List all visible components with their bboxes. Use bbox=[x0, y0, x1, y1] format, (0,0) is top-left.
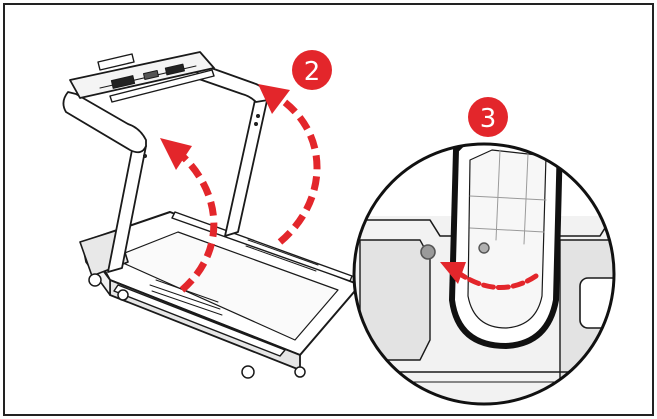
step-badge-3-circle bbox=[468, 97, 508, 137]
arrow-left-fold bbox=[175, 149, 218, 293]
foot-front bbox=[117, 289, 129, 301]
treadmill-illustration bbox=[62, 51, 361, 379]
console-detail bbox=[99, 63, 197, 89]
step-badge-2: 2 bbox=[292, 50, 332, 90]
screw-3 bbox=[143, 154, 147, 158]
arrow-right-fold bbox=[274, 93, 321, 245]
console-top bbox=[97, 53, 135, 71]
detail-rotate-arrow bbox=[457, 271, 539, 290]
step-badge-2-label: 2 bbox=[304, 57, 321, 87]
screw-1 bbox=[256, 114, 260, 118]
handrail-left bbox=[62, 91, 147, 154]
arrow-head-right bbox=[258, 84, 290, 114]
running-belt bbox=[111, 231, 339, 341]
detail-magnifier bbox=[352, 142, 616, 406]
grip-pad-near bbox=[149, 279, 223, 316]
step-badge-2-circle bbox=[292, 50, 332, 90]
fold-arrows bbox=[175, 93, 321, 293]
side-rail-near bbox=[113, 284, 286, 357]
detail-upright-inner bbox=[467, 149, 547, 329]
detail-bolt-right bbox=[478, 242, 490, 254]
detail-circle-border bbox=[352, 142, 616, 406]
detail-bolt-left bbox=[420, 244, 436, 260]
console-crossbar bbox=[109, 69, 215, 103]
detail-rotate-arrow-head bbox=[440, 262, 466, 284]
outer-frame bbox=[3, 3, 654, 416]
arrow-head-left bbox=[160, 138, 192, 170]
upright-right bbox=[224, 95, 269, 237]
arrow-heads bbox=[160, 84, 290, 170]
screw-2 bbox=[254, 122, 258, 126]
detail-housing-inner bbox=[359, 239, 431, 361]
foot-rear-right bbox=[294, 366, 306, 378]
grip-pad-far bbox=[245, 239, 319, 272]
foot-left bbox=[88, 273, 102, 287]
detail-upright-grid bbox=[469, 149, 547, 245]
step-badge-3-label: 3 bbox=[480, 104, 497, 134]
step-badge-3: 3 bbox=[468, 97, 508, 137]
foot-rear bbox=[241, 365, 255, 379]
